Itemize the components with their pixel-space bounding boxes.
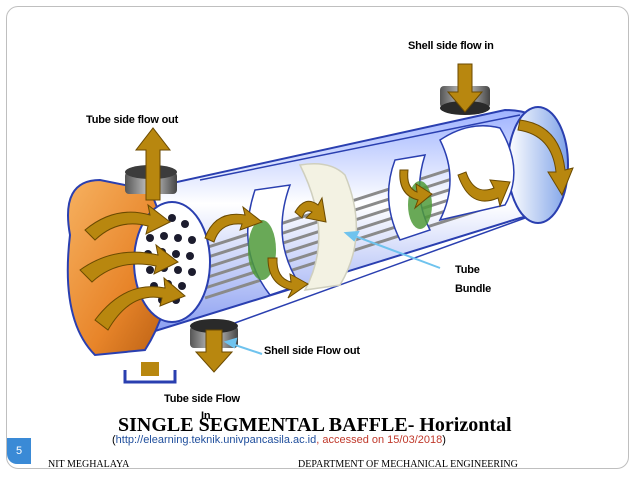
label-tube-side-flow-in-line1: Tube side Flow: [164, 393, 240, 405]
label-shell-side-flow-in: Shell side flow in: [408, 40, 494, 52]
citation-open: (: [112, 434, 116, 446]
citation-accessed: , accessed on 15/03/2018: [316, 434, 443, 446]
footer-right: DEPARTMENT OF MECHANICAL ENGINEERING: [298, 459, 518, 470]
shell-swirl-arrow-4: [399, 169, 433, 210]
tube-outlet-arrow: [134, 127, 172, 201]
citation: (http://elearning.teknik.univpancasila.a…: [112, 434, 446, 446]
citation-url[interactable]: http://elearning.teknik.univpancasila.ac…: [115, 434, 317, 446]
flow-arrows: [79, 63, 574, 373]
page-number: 5: [7, 438, 31, 464]
citation-close: ): [442, 434, 446, 446]
front-swirl-arrow-3: [94, 276, 186, 331]
label-tube-bundle-line2: Bundle: [455, 283, 492, 295]
shell-inlet-arrow: [446, 63, 484, 113]
label-tube-side-flow-in-line2: In: [201, 410, 211, 422]
slide-title: SINGLE SEGMENTAL BAFFLE- Horizontal: [118, 414, 512, 436]
shell-swirl-arrow-5: [457, 171, 511, 208]
slide-frame: [6, 6, 629, 469]
footer-left: NIT MEGHALAYA: [48, 459, 130, 470]
front-swirl-arrow-1: [84, 203, 171, 241]
label-shell-side-flow-out: Shell side Flow out: [264, 345, 360, 357]
shell-swirl-arrow-3: [294, 196, 327, 223]
shell-outlet-arrow: [194, 329, 234, 373]
shell-swirl-arrow-6: [517, 119, 574, 197]
label-tube-bundle-line1: Tube: [455, 264, 480, 276]
tube-inlet-nozzle: [123, 362, 177, 384]
shell-swirl-arrow-2: [267, 257, 309, 299]
callout-lines: [223, 230, 441, 355]
label-tube-side-flow-out: Tube side flow out: [86, 114, 179, 126]
shell-swirl-arrow-1: [204, 205, 264, 243]
front-swirl-arrow-2: [79, 243, 179, 283]
